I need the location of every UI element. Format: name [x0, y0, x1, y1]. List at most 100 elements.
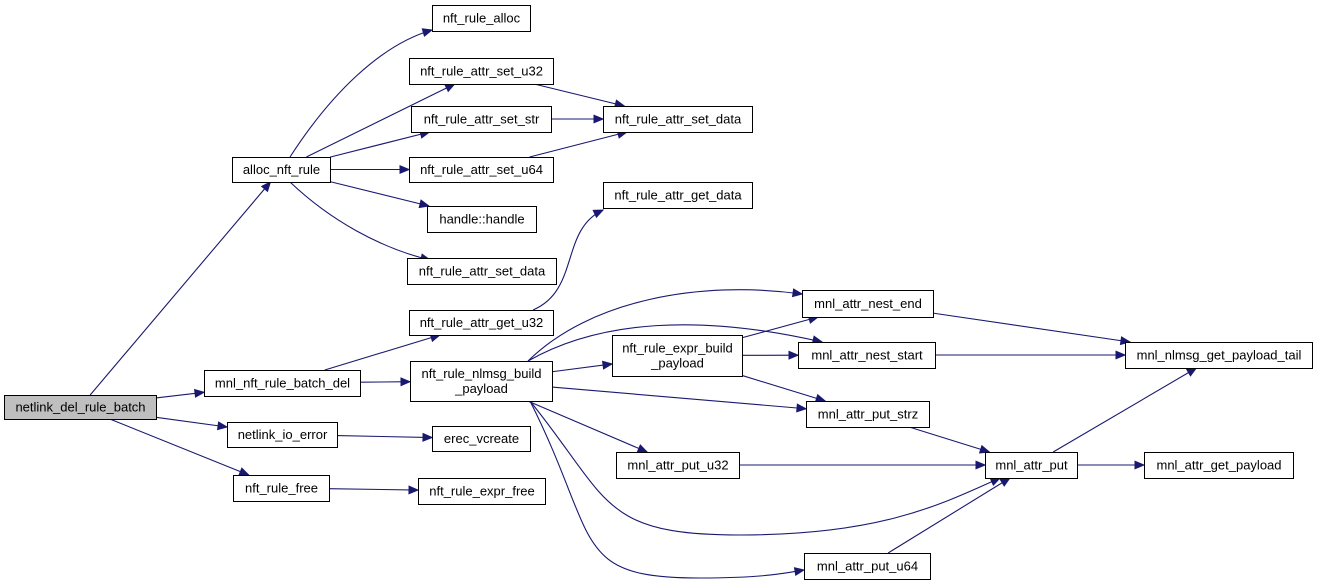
node-box — [1144, 452, 1294, 479]
node-label: nft_rule_expr_free — [429, 484, 535, 499]
edge-mnl-attr-put-to-mnl-nlmsg-get-payload-tail-arrowhead — [1185, 367, 1198, 377]
edge-mnl-attr-put-to-mnl-nlmsg-get-payload-tail — [1052, 367, 1197, 453]
node-box — [985, 452, 1078, 479]
node-label: nft_rule_attr_set_str — [424, 112, 540, 127]
node-box — [798, 342, 936, 369]
edge-nft-rule-nlmsg-build-payload-to-mnl-attr-put-u32 — [527, 400, 648, 453]
node-nft-rule-expr-free[interactable]: nft_rule_expr_free — [418, 478, 546, 505]
edge-nft-rule-nlmsg-build-payload-to-mnl-attr-put-u64 — [529, 400, 805, 579]
node-nft-rule-attr-set-data-l[interactable]: nft_rule_attr_set_data — [407, 258, 557, 285]
edge-netlink-del-rule-batch-to-alloc-nft-rule — [89, 181, 271, 396]
edge-mnl-nft-rule-batch-del-to-nft-rule-attr-get-u32 — [324, 334, 441, 371]
node-box — [603, 182, 753, 209]
edge-alloc-nft-rule-to-nft-rule-attr-set-str — [329, 131, 430, 158]
edge-mnl-attr-put-strz-to-mnl-attr-put — [909, 426, 990, 453]
node-nft-rule-attr-set-data[interactable]: nft_rule_attr_set_data — [603, 106, 753, 133]
edge-nft-rule-nlmsg-build-payload-to-mnl-attr-put-u32-arrowhead — [636, 444, 649, 453]
edge-netlink-del-rule-batch-to-alloc-nft-rule-arrowhead — [260, 181, 272, 193]
edge-netlink-del-rule-batch-to-mnl-nft-rule-batch-del-arrowhead — [194, 388, 206, 398]
node-box — [804, 553, 931, 580]
node-label: _payload — [454, 381, 508, 396]
node-label: mnl_attr_get_payload — [1156, 458, 1281, 473]
nodes-layer: netlink_del_rule_batch alloc_nft_rule mnl_… — [4, 5, 1313, 580]
edge-mnl-attr-nest-end-to-mnl-nlmsg-get-payload-tail — [932, 312, 1130, 343]
node-nft-rule-free[interactable]: nft_rule_free — [233, 475, 330, 502]
node-label: nft_rule_free — [245, 481, 318, 496]
edge-mnl-attr-put-u64-to-mnl-attr-put — [887, 477, 1011, 554]
edge-nft-rule-expr-build-payload-to-mnl-attr-put-strz — [741, 374, 826, 402]
node-nft-rule-expr-build-payload[interactable]: nft_rule_expr_build_payload — [612, 335, 743, 377]
node-nft-rule-attr-get-u32[interactable]: nft_rule_attr_get_u32 — [409, 310, 554, 336]
node-mnl-attr-put-u64[interactable]: mnl_attr_put_u64 — [804, 553, 931, 580]
edge-nft-rule-expr-build-payload-to-mnl-attr-nest-start-arrowhead — [788, 350, 800, 360]
node-box — [432, 426, 531, 452]
edge-nft-rule-nlmsg-build-payload-to-nft-rule-expr-build-payload-arrowhead — [601, 360, 614, 370]
node-label: netlink_io_error — [238, 427, 328, 442]
edge-nft-rule-free-to-nft-rule-expr-free — [328, 488, 419, 491]
node-label: mnl_nlmsg_get_payload_tail — [1137, 348, 1302, 363]
node-label: mnl_attr_nest_start — [811, 348, 923, 363]
node-box — [432, 5, 531, 32]
node-box — [1125, 342, 1313, 369]
node-mnl-attr-nest-start[interactable]: mnl_attr_nest_start — [798, 342, 936, 369]
edges-layer — [89, 28, 1198, 579]
node-label: nft_rule_attr_set_u64 — [420, 162, 543, 177]
node-mnl-nlmsg-get-payload-tail[interactable]: mnl_nlmsg_get_payload_tail — [1125, 342, 1313, 369]
node-box — [612, 335, 743, 377]
edge-alloc-nft-rule-to-nft-rule-attr-set-u32 — [306, 83, 455, 158]
node-label: mnl_attr_put_u32 — [627, 458, 728, 473]
edge-alloc-nft-rule-to-nft-rule-attr-set-data-l — [289, 181, 431, 261]
edge-alloc-nft-rule-to-nft-rule-alloc — [289, 29, 433, 158]
node-nft-rule-attr-get-data[interactable]: nft_rule_attr_get_data — [603, 182, 753, 209]
node-box — [407, 258, 557, 285]
edge-netlink-del-rule-batch-to-nft-rule-free-arrowhead — [238, 467, 250, 476]
node-netlink-io-error[interactable]: netlink_io_error — [227, 422, 338, 448]
node-mnl-attr-put-u32[interactable]: mnl_attr_put_u32 — [616, 452, 740, 479]
node-handle-handle[interactable]: handle::handle — [427, 206, 537, 233]
node-label: mnl_attr_nest_end — [814, 296, 922, 311]
edge-nft-rule-nlmsg-build-payload-to-nft-rule-expr-build-payload — [551, 363, 613, 373]
node-box — [802, 290, 934, 318]
node-label: alloc_nft_rule — [243, 162, 320, 177]
node-label: _payload — [650, 356, 704, 371]
node-nft-rule-nlmsg-build-payload[interactable]: nft_rule_nlmsg_build_payload — [410, 361, 553, 402]
node-label: nft_rule_expr_build — [622, 341, 733, 356]
edge-mnl-attr-put-u64-to-mnl-attr-put-arrowhead — [999, 477, 1011, 487]
node-mnl-attr-get-payload[interactable]: mnl_attr_get_payload — [1144, 452, 1294, 479]
edge-nft-rule-free-to-nft-rule-expr-free-arrowhead — [408, 485, 420, 495]
node-box — [409, 310, 554, 336]
node-box — [427, 206, 537, 233]
edge-nft-rule-nlmsg-build-payload-to-mnl-attr-nest-start — [527, 324, 823, 362]
node-label: nft_rule_nlmsg_build — [422, 366, 542, 381]
node-erec-vcreate[interactable]: erec_vcreate — [432, 426, 531, 452]
edge-alloc-nft-rule-to-nft-rule-attr-set-u32-arrowhead — [444, 83, 456, 93]
node-label: nft_rule_attr_get_data — [614, 188, 742, 203]
edge-nft-rule-attr-set-u64-to-nft-rule-attr-set-data — [529, 131, 628, 158]
node-label: handle::handle — [439, 212, 524, 227]
node-label: nft_rule_attr_set_data — [615, 112, 742, 127]
node-netlink-del-rule-batch[interactable]: netlink_del_rule_batch — [4, 395, 157, 420]
edge-netlink-del-rule-batch-to-netlink-io-error — [155, 416, 228, 428]
node-mnl-nft-rule-batch-del[interactable]: mnl_nft_rule_batch_del — [204, 370, 361, 397]
node-box — [806, 401, 930, 428]
edge-nft-rule-nlmsg-build-payload-to-mnl-attr-put-strz-arrowhead — [796, 403, 808, 413]
edge-alloc-nft-rule-to-handle-handle-arrowhead — [418, 199, 431, 209]
edge-nft-rule-nlmsg-build-payload-to-mnl-attr-put-u64-arrowhead — [793, 567, 806, 577]
node-mnl-attr-put[interactable]: mnl_attr_put — [985, 452, 1078, 479]
node-label: nft_rule_alloc — [443, 11, 521, 26]
edge-alloc-nft-rule-to-nft-rule-alloc-arrowhead — [421, 28, 434, 38]
node-nft-rule-attr-set-u64[interactable]: nft_rule_attr_set_u64 — [409, 157, 554, 183]
node-nft-rule-attr-set-u32[interactable]: nft_rule_attr_set_u32 — [409, 58, 554, 85]
node-box — [227, 422, 338, 448]
node-nft-rule-alloc[interactable]: nft_rule_alloc — [432, 5, 531, 32]
node-label: erec_vcreate — [444, 431, 519, 446]
node-mnl-attr-nest-end[interactable]: mnl_attr_nest_end — [802, 290, 934, 318]
node-label: mnl_nft_rule_batch_del — [215, 376, 350, 391]
edge-nft-rule-attr-get-u32-to-nft-rule-attr-get-data — [532, 209, 604, 311]
node-alloc-nft-rule[interactable]: alloc_nft_rule — [232, 157, 331, 183]
node-nft-rule-attr-set-str[interactable]: nft_rule_attr_set_str — [411, 106, 552, 133]
edge-netlink-io-error-to-erec-vcreate — [336, 435, 433, 439]
node-mnl-attr-put-strz[interactable]: mnl_attr_put_strz — [806, 401, 930, 428]
node-label: nft_rule_attr_set_u32 — [420, 64, 543, 79]
